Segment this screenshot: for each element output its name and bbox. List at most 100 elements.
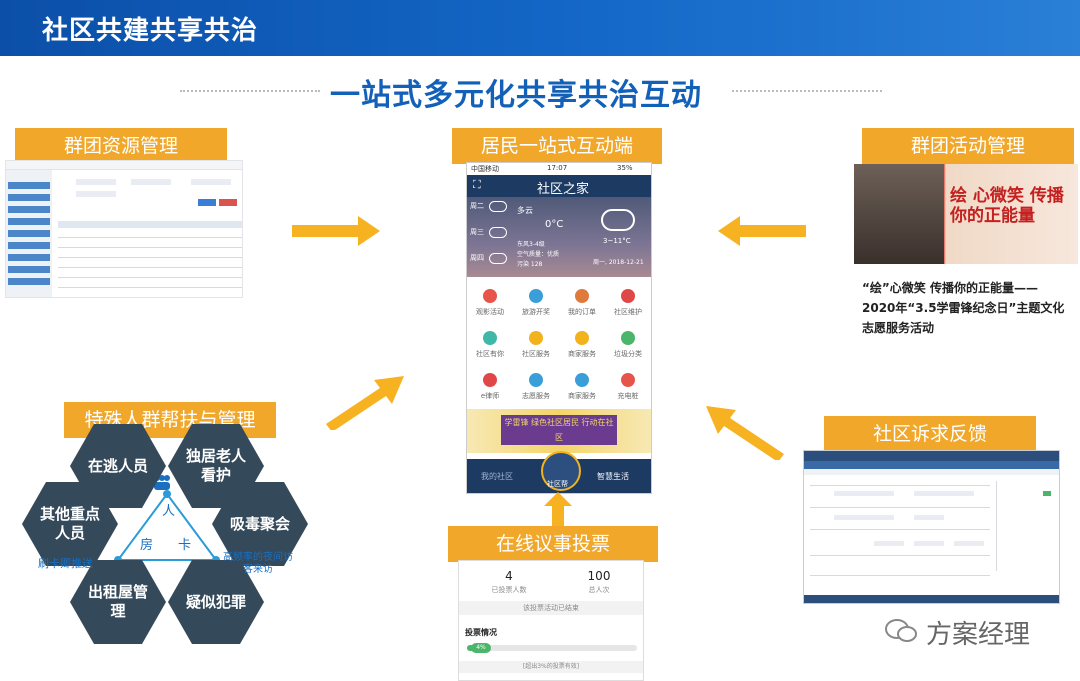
weather-pollution: 污染 128 xyxy=(517,261,543,268)
service-icon xyxy=(575,289,589,303)
scan-icon[interactable]: ⛶ xyxy=(473,178,481,191)
vote-footer: [超出3%的投票有效] xyxy=(459,661,643,673)
app-title: 社区之家 xyxy=(537,182,590,197)
grid-item-label: 社区服务 xyxy=(522,350,550,358)
watermark-text: 方案经理 xyxy=(926,620,1031,650)
service-icon xyxy=(483,331,497,345)
grid-item-label: 充电桩 xyxy=(617,392,639,400)
weather-condition: 多云 xyxy=(517,206,533,215)
activity-banner: 绘 心微笑 传播你的正能量 xyxy=(854,164,1078,264)
resource-search-button xyxy=(198,199,216,206)
resource-filter xyxy=(131,179,171,185)
grid-item[interactable]: 商家服务 xyxy=(559,365,605,409)
grid-item[interactable]: 社区服务 xyxy=(513,323,559,367)
grid-item[interactable]: 充电桩 xyxy=(605,365,651,409)
feedback-field xyxy=(834,515,894,520)
bottom-nav: 我的社区 社区帮 智慧生活 xyxy=(467,451,651,493)
grid-item[interactable]: e律师 xyxy=(467,365,513,409)
cloud-icon xyxy=(489,227,507,238)
weather-date: 周一, 2018-12-21 xyxy=(593,259,644,266)
service-icon xyxy=(621,289,635,303)
grid-item[interactable]: 志愿服务 xyxy=(513,365,559,409)
feedback-tabs xyxy=(804,469,1059,475)
grid-item[interactable]: 垃圾分类 xyxy=(605,323,651,367)
main-title: 一站式多元化共享共治互动 xyxy=(330,78,702,113)
phone-appbar: ⛶ 社区之家 xyxy=(467,175,651,197)
service-icon xyxy=(529,289,543,303)
hex-label: 其他重点人员 xyxy=(40,505,101,542)
resource-table-row xyxy=(58,247,242,248)
grid-item[interactable]: 观影活动 xyxy=(467,281,513,325)
cloud-icon xyxy=(489,253,507,264)
grid-item-label: 社区有你 xyxy=(476,350,504,358)
weather-air-quality: 空气质量：优质 xyxy=(517,251,560,258)
service-icon xyxy=(621,331,635,345)
status-carrier: 中国移动 xyxy=(471,165,499,173)
feedback-side-panel xyxy=(996,481,1055,571)
header-banner xyxy=(0,0,1080,56)
grid-item[interactable]: 社区维护 xyxy=(605,281,651,325)
nav-center-label: 社区帮 xyxy=(547,480,568,488)
label-activity: 群团活动管理 xyxy=(862,128,1074,164)
nav-my-community[interactable]: 我的社区 xyxy=(481,472,513,481)
resource-sidebar-item xyxy=(8,230,50,237)
triangle-label-person: 人 xyxy=(162,504,176,519)
arrow-up-left-icon xyxy=(706,406,784,460)
resource-sidebar xyxy=(6,170,52,297)
grid-item-label: 我的订单 xyxy=(568,308,596,316)
cloud-icon xyxy=(489,201,507,212)
triangle-label-house: 房 xyxy=(140,538,154,553)
vote-section-title: 投票情况 xyxy=(465,628,497,637)
wechat-icon xyxy=(884,618,918,644)
weather-temp: 0°C xyxy=(545,219,564,230)
resource-filter xyxy=(76,179,116,185)
header-title: 社区共建共享共治 xyxy=(42,16,259,46)
grid-item-label: 商家服务 xyxy=(568,392,596,400)
feedback-menu xyxy=(804,461,1059,469)
service-icon xyxy=(529,331,543,345)
label-feedback: 社区诉求反馈 xyxy=(824,416,1036,452)
hex-suspected-crime: 疑似犯罪 xyxy=(168,560,264,644)
hex-label: 疑似犯罪 xyxy=(186,592,247,611)
grid-item-label: 社区维护 xyxy=(614,308,642,316)
grid-item-label: 旅游开奖 xyxy=(522,308,550,316)
feedback-topbar xyxy=(804,451,1059,461)
activity-banner-text: 绘 心微笑 传播你的正能量 xyxy=(950,186,1064,226)
grid-item[interactable]: 旅游开奖 xyxy=(513,281,559,325)
feedback-field xyxy=(954,541,984,546)
status-battery: 35% xyxy=(617,164,633,172)
weather-wind: 东风3-4级 xyxy=(517,241,545,248)
feedback-field xyxy=(914,515,944,520)
hex-drug: 吸毒聚会 xyxy=(212,482,308,566)
nav-center-button[interactable] xyxy=(541,451,581,491)
vote-progress-label: 4% xyxy=(471,643,491,653)
feedback-footer xyxy=(804,595,1059,603)
resource-sidebar-item xyxy=(8,242,50,249)
service-icon xyxy=(575,373,589,387)
grid-item-label: e律师 xyxy=(480,392,500,400)
weather-day: 周四 xyxy=(470,254,484,262)
triangle-label-card: 卡 xyxy=(178,538,192,553)
hex-label: 出租屋管理 xyxy=(88,583,149,620)
promo-banner[interactable]: 学雷锋 绿色社区居民 行动在社区 xyxy=(467,409,651,453)
hex-label: 吸毒聚会 xyxy=(230,514,291,533)
feedback-field xyxy=(834,491,894,496)
feedback-field xyxy=(914,541,944,546)
label-resource: 群团资源管理 xyxy=(15,128,227,164)
arrow-right-icon xyxy=(292,216,380,246)
vote-status: 该投票活动已结束 xyxy=(459,601,643,615)
weather-day: 周三 xyxy=(470,228,484,236)
grid-item[interactable]: 社区有你 xyxy=(467,323,513,367)
voted-count: 4 xyxy=(505,569,513,583)
resource-filter xyxy=(76,191,116,197)
grid-item[interactable]: 我的订单 xyxy=(559,281,605,325)
feedback-status-tag xyxy=(1043,491,1051,496)
note-card-push: 刷卡卿推送 xyxy=(38,557,93,570)
resource-sidebar-item xyxy=(8,266,50,273)
promo-banner-text: 学雷锋 绿色社区居民 行动在社区 xyxy=(501,415,617,445)
resource-sidebar-item xyxy=(8,254,50,261)
grid-item[interactable]: 商家服务 xyxy=(559,323,605,367)
resource-reset-button xyxy=(219,199,237,206)
resource-table-row xyxy=(58,237,242,238)
nav-smart-life[interactable]: 智慧生活 xyxy=(597,472,629,481)
